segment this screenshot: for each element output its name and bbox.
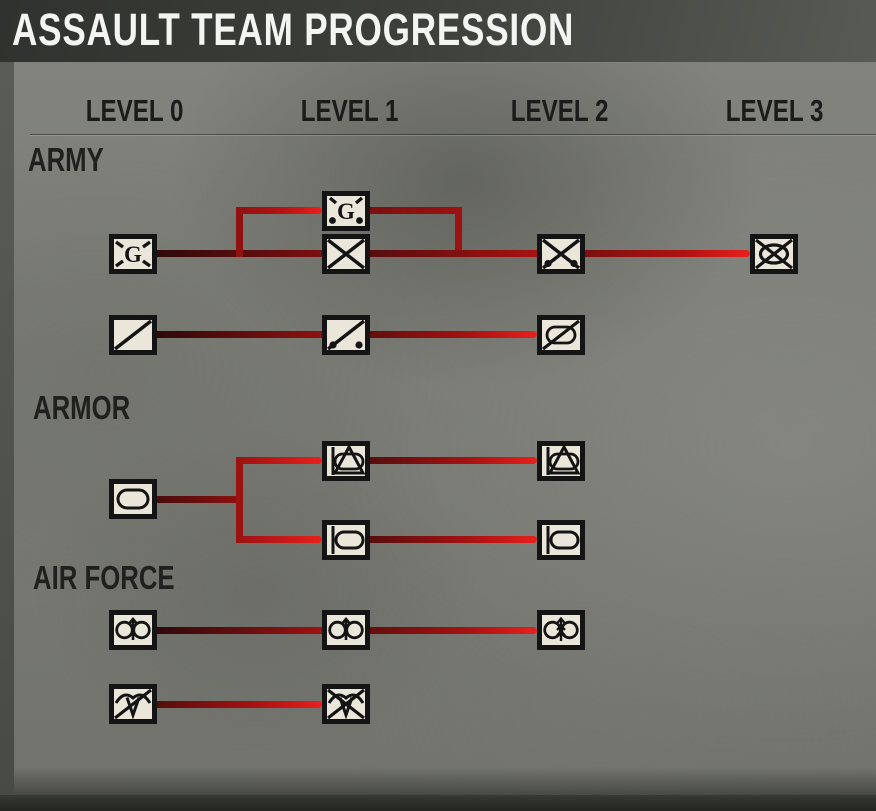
- unit-node-paratrooper-level-1[interactable]: [322, 684, 370, 724]
- section-label-army: ARMY: [28, 141, 104, 178]
- unit-node-infantry-motorized-level-2[interactable]: [537, 234, 585, 274]
- tank-icon: [109, 479, 157, 519]
- connector-line: [370, 536, 537, 543]
- unit-node-tank-level-0[interactable]: [109, 479, 157, 519]
- connector-line: [236, 457, 243, 543]
- unit-node-recon-mechanized-level-2[interactable]: [537, 315, 585, 355]
- recon-motorized-icon: [322, 315, 370, 355]
- unit-node-paratrooper-recon-level-0[interactable]: [109, 684, 157, 724]
- page-title: ASSAULT TEAM PROGRESSION: [12, 4, 575, 55]
- infantry-guard-icon: [109, 234, 157, 274]
- connector-line: [236, 457, 322, 464]
- connector-line: [455, 207, 462, 257]
- bottom-bar: [0, 795, 876, 811]
- tank-medium-icon: [537, 520, 585, 560]
- connector-line: [236, 207, 322, 214]
- unit-node-recon-level-0[interactable]: [109, 315, 157, 355]
- connector-line: [370, 457, 537, 464]
- tank-medium-icon: [322, 520, 370, 560]
- column-header-level-2: LEVEL 2: [511, 93, 609, 128]
- fighter-icon: [322, 610, 370, 650]
- unit-node-fighter-level-0[interactable]: [109, 610, 157, 650]
- unit-node-infantry-level-1[interactable]: [322, 234, 370, 274]
- fighter-icon: [109, 610, 157, 650]
- connector-line: [157, 627, 322, 634]
- connector-line: [370, 207, 462, 214]
- unit-node-tank-medium-level-1[interactable]: [322, 520, 370, 560]
- fighter-veteran-icon: [537, 610, 585, 650]
- unit-node-tank-medium-level-2[interactable]: [537, 520, 585, 560]
- progression-panel: LEVEL 0 LEVEL 1 LEVEL 2 LEVEL 3 ARMY ARM…: [14, 62, 876, 795]
- connector-line: [236, 536, 322, 543]
- connector-line: [157, 331, 322, 338]
- paratrooper-icon: [322, 684, 370, 724]
- infantry-mechanized-icon: [750, 234, 798, 274]
- unit-node-tank-destroyer-level-1[interactable]: [322, 441, 370, 481]
- connector-line: [157, 701, 322, 708]
- column-header-level-1: LEVEL 1: [301, 93, 399, 128]
- connector-line: [157, 496, 243, 503]
- unit-node-infantry-mechanized-level-3[interactable]: [750, 234, 798, 274]
- connector-line: [585, 250, 750, 257]
- unit-node-fighter-veteran-level-2[interactable]: [537, 610, 585, 650]
- unit-node-infantry-guard-motorized-level-1[interactable]: [322, 191, 370, 231]
- unit-node-tank-destroyer-level-2[interactable]: [537, 441, 585, 481]
- unit-node-recon-motorized-level-1[interactable]: [322, 315, 370, 355]
- unit-node-infantry-guard-level-0[interactable]: [109, 234, 157, 274]
- connector-line: [236, 207, 243, 257]
- column-header-level-0: LEVEL 0: [86, 93, 184, 128]
- tank-destroyer-icon: [537, 441, 585, 481]
- section-label-airforce: AIR FORCE: [33, 559, 175, 596]
- recon-mechanized-icon: [537, 315, 585, 355]
- connector-line: [370, 627, 537, 634]
- connector-line: [370, 331, 537, 338]
- header-divider: [30, 134, 876, 135]
- title-bar: ASSAULT TEAM PROGRESSION: [0, 0, 876, 62]
- paratrooper-recon-icon: [109, 684, 157, 724]
- infantry-motorized-icon: [537, 234, 585, 274]
- connector-line: [370, 250, 537, 257]
- column-header-level-3: LEVEL 3: [726, 93, 824, 128]
- left-margin-strip: [0, 62, 14, 795]
- recon-icon: [109, 315, 157, 355]
- infantry-guard-motorized-icon: [322, 191, 370, 231]
- tank-destroyer-icon: [322, 441, 370, 481]
- infantry-icon: [322, 234, 370, 274]
- section-label-armor: ARMOR: [33, 389, 131, 426]
- unit-node-fighter-level-1[interactable]: [322, 610, 370, 650]
